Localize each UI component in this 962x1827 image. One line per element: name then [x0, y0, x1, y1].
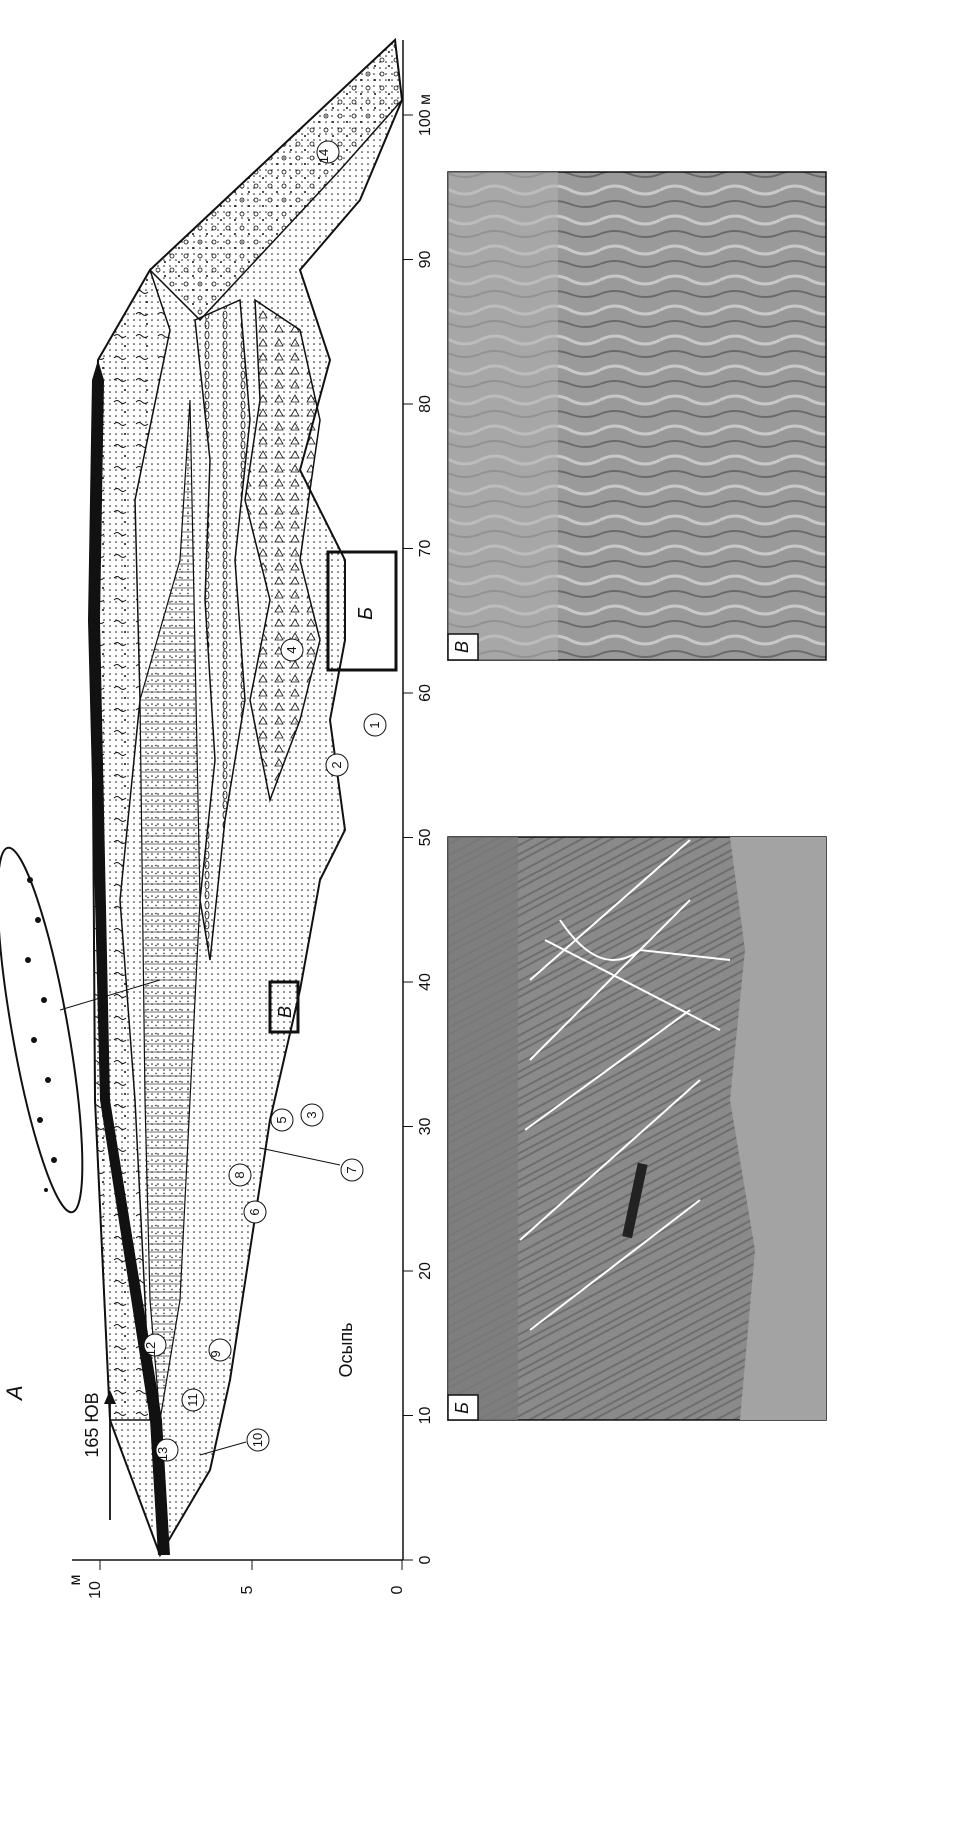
- layer-marker-6: 6: [244, 1201, 266, 1223]
- inset-v-label: В: [275, 1006, 295, 1018]
- layer-marker-2: 2: [326, 754, 348, 776]
- svg-text:13: 13: [155, 1447, 170, 1461]
- layer-marker-13: 13: [155, 1439, 178, 1461]
- svg-text:3: 3: [304, 1111, 319, 1118]
- svg-text:9: 9: [208, 1350, 223, 1357]
- height-unit-label: м: [67, 1575, 84, 1586]
- photo-b: Б: [448, 837, 826, 1420]
- distance-tick-label: 90: [417, 251, 434, 269]
- direction-label: 165 ЮВ: [82, 1392, 102, 1457]
- height-axis: 0 5 10 м: [67, 1560, 406, 1599]
- photo-b-label: Б: [452, 1402, 472, 1414]
- height-tick-label: 10: [87, 1581, 104, 1599]
- svg-text:12: 12: [143, 1342, 158, 1356]
- svg-text:1: 1: [367, 721, 382, 728]
- svg-text:7: 7: [344, 1166, 359, 1173]
- layer-marker-7: 7: [260, 1148, 363, 1181]
- scree-label: Осыпь: [336, 1322, 356, 1377]
- height-tick-label: 5: [239, 1585, 256, 1594]
- distance-tick-label: 30: [417, 1118, 434, 1136]
- layer-marker-3: 3: [301, 1104, 323, 1126]
- height-tick-label: 0: [389, 1585, 406, 1594]
- distance-axis: 0 10 20 30 40 50 60 70 80 90 100 м: [403, 40, 434, 1564]
- distance-tick-label: 40: [417, 973, 434, 991]
- layer-marker-1: 1: [364, 714, 386, 736]
- svg-text:2: 2: [329, 761, 344, 768]
- distance-tick-label: 100 м: [417, 94, 434, 136]
- layer-marker-14: 14: [316, 141, 339, 163]
- svg-text:10: 10: [250, 1433, 265, 1447]
- layer-marker-5: 5: [271, 1109, 293, 1131]
- distance-tick-label: 0: [417, 1555, 434, 1564]
- distance-tick-label: 10: [417, 1407, 434, 1425]
- distance-tick-label: 50: [417, 829, 434, 847]
- svg-text:11: 11: [185, 1393, 200, 1407]
- distance-tick-label: 60: [417, 684, 434, 702]
- inset-b-label: Б: [355, 607, 377, 620]
- distance-tick-label: 70: [417, 540, 434, 558]
- distance-tick-label: 80: [417, 395, 434, 413]
- layer-marker-12: 12: [143, 1334, 166, 1356]
- layer-marker-4: 4: [281, 639, 303, 661]
- layer-marker-8: 8: [229, 1164, 251, 1186]
- photo-v-label: В: [452, 641, 472, 653]
- svg-text:6: 6: [247, 1208, 262, 1215]
- svg-text:8: 8: [232, 1171, 247, 1178]
- layer-marker-11: 11: [182, 1389, 204, 1411]
- svg-text:14: 14: [316, 149, 331, 163]
- distance-tick-label: 20: [417, 1262, 434, 1280]
- svg-text:4: 4: [284, 646, 299, 653]
- panel-a-label: А: [2, 1385, 27, 1402]
- svg-text:5: 5: [274, 1116, 289, 1123]
- photo-v: В: [448, 172, 826, 660]
